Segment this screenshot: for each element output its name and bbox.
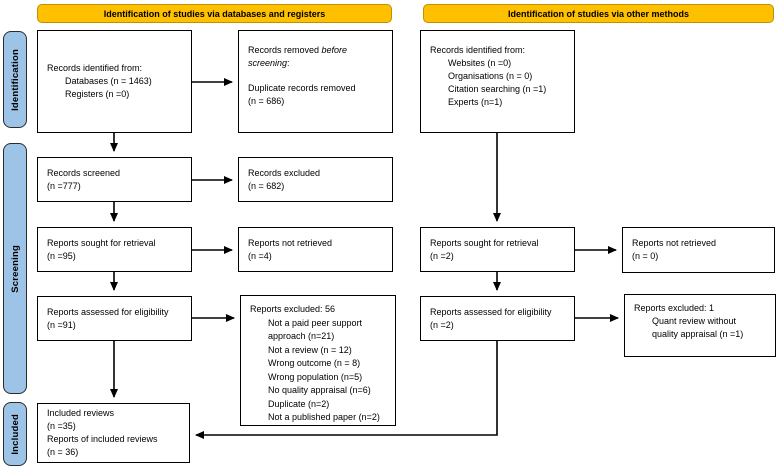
box-line: Wrong population (n=5) <box>268 371 363 382</box>
box-records-identified-other: Records identified from: Websites (n =0)… <box>420 30 575 133</box>
box-line: Registers (n =0) <box>65 89 130 99</box>
box-records-screened: Records screened (n =777) <box>37 157 192 202</box>
box-line: (n =91) <box>47 319 76 330</box>
box-line: Experts (n=1) <box>448 97 503 107</box>
stage-identification: Identification <box>3 31 27 128</box>
box-line: Citation searching (n =1) <box>448 84 547 94</box>
box-reports-excluded-databases: Reports excluded: 56 Not a paid peer sup… <box>240 295 396 426</box>
box-line: (n = 686) <box>248 96 285 106</box>
stage-included: Included <box>3 402 27 466</box>
box-line: (n =2) <box>430 319 454 330</box>
box-line: Reports of included reviews <box>47 434 158 444</box>
box-reports-sought-other: Reports sought for retrieval (n =2) <box>420 227 575 272</box>
box-reports-assessed-databases: Reports assessed for eligibility (n =91) <box>37 296 192 341</box>
box-line: Reports sought for retrieval <box>430 237 539 248</box>
box-line: Not a review (n = 12) <box>268 344 352 355</box>
box-records-identified-databases: Records identified from: Databases (n = … <box>37 30 192 133</box>
box-line: (n =4) <box>248 250 272 261</box>
stage-screening-label: Screening <box>9 244 21 293</box>
box-line: Records excluded <box>248 167 321 178</box>
box-line: Reports assessed for eligibility <box>430 306 552 317</box>
box-line: quality appraisal (n =1) <box>652 329 744 339</box>
box-reports-sought-databases: Reports sought for retrieval (n =95) <box>37 227 192 272</box>
stage-identification-label: Identification <box>9 48 21 111</box>
box-line: Records removed before screening: <box>248 45 348 68</box>
spacer <box>248 70 386 82</box>
box-records-excluded: Records excluded (n = 682) <box>238 157 393 202</box>
box-line: Not a published paper (n=2) <box>268 412 380 422</box>
box-included-reviews: Included reviews (n =35) Reports of incl… <box>37 403 190 463</box>
box-line: approach (n=21) <box>268 331 335 341</box>
box-line: Websites (n =0) <box>448 58 512 68</box>
box-line: Organisations (n = 0) <box>448 71 533 81</box>
box-line: Duplicate (n=2) <box>268 398 330 409</box>
box-line: (n =777) <box>47 180 81 191</box>
box-line: Not a paid peer support <box>268 317 363 328</box>
box-line: Records screened <box>47 167 121 178</box>
box-line: (n =35) <box>47 421 76 431</box>
stage-screening: Screening <box>3 143 27 394</box>
box-line: Reports sought for retrieval <box>47 237 156 248</box>
stage-included-label: Included <box>9 413 21 455</box>
box-line: Wrong outcome (n = 8) <box>268 358 361 368</box>
banner-other-methods: Identification of studies via other meth… <box>423 4 774 23</box>
box-line: Records identified from: <box>47 63 143 73</box>
box-reports-not-retrieved-databases: Reports not retrieved (n =4) <box>238 227 393 272</box>
box-line: Included reviews <box>47 408 115 418</box>
box-reports-excluded-other: Reports excluded: 1 Quant review without… <box>624 294 776 357</box>
box-line: Reports not retrieved <box>632 238 717 248</box>
box-line: (n =2) <box>430 250 454 261</box>
box-records-removed-before-screening: Records removed before screening: Duplic… <box>238 30 393 133</box>
box-reports-not-retrieved-other: Reports not retrieved (n = 0) <box>622 227 775 273</box>
banner-databases-registers: Identification of studies via databases … <box>37 4 392 23</box>
box-line: (n = 0) <box>632 251 659 261</box>
box-line: (n = 36) <box>47 447 79 457</box>
box-line: Databases (n = 1463) <box>65 76 152 86</box>
box-line: Reports excluded: 1 <box>634 303 715 313</box>
box-line: Reports not retrieved <box>248 237 333 248</box>
box-line: No quality appraisal (n=6) <box>268 385 371 395</box>
box-line: Quant review without <box>652 316 737 326</box>
box-line: Reports assessed for eligibility <box>47 306 169 317</box>
box-line: Duplicate records removed <box>248 83 356 93</box>
box-reports-assessed-other: Reports assessed for eligibility (n =2) <box>420 296 575 341</box>
box-line: Records identified from: <box>430 45 526 55</box>
box-line: Reports excluded: 56 <box>250 304 336 314</box>
box-line: (n = 682) <box>248 180 285 191</box>
box-line: (n =95) <box>47 250 76 261</box>
